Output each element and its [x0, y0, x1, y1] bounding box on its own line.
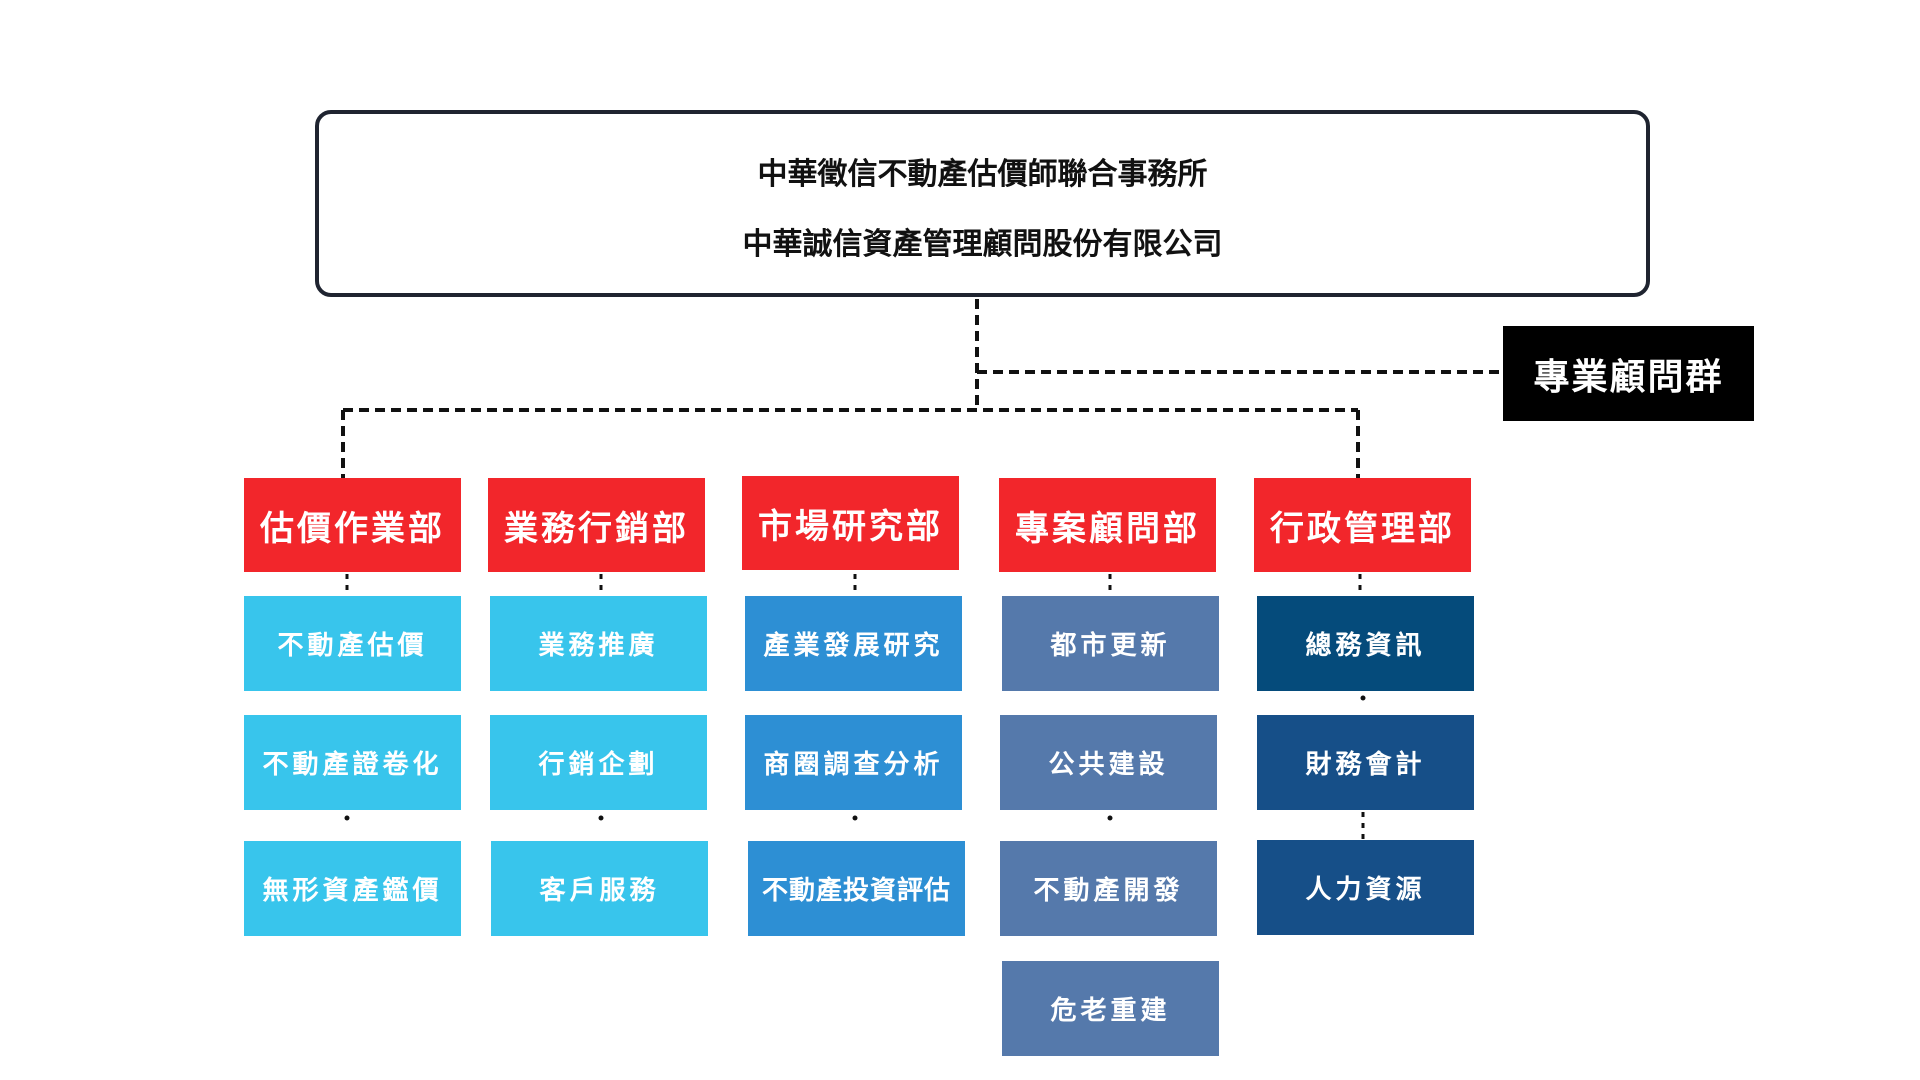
unit-box: 人力資源 [1257, 840, 1474, 935]
connector-dot [344, 815, 350, 821]
headquarters-name-line2: 中華誠信資產管理顧問股份有限公司 [742, 227, 1223, 262]
connector-dot [1360, 695, 1366, 701]
connector-dot [852, 815, 858, 821]
dept-valuation: 估價作業部 [244, 478, 461, 572]
headquarters-box: 中華徵信不動產估價師聯合事務所 中華誠信資產管理顧問股份有限公司 [315, 110, 1650, 297]
advisors-box: 專業顧問群 [1503, 326, 1754, 421]
unit-box: 總務資訊 [1257, 596, 1474, 691]
unit-box: 無形資產鑑價 [244, 841, 461, 936]
unit-box: 業務推廣 [490, 596, 707, 691]
unit-box: 產業發展研究 [745, 596, 962, 691]
unit-box: 不動產證卷化 [244, 715, 461, 810]
unit-box: 行銷企劃 [490, 715, 707, 810]
unit-box: 商圈調查分析 [745, 715, 962, 810]
dept-marketing: 業務行銷部 [488, 478, 705, 572]
connector-dot [1107, 815, 1113, 821]
unit-box: 危老重建 [1002, 961, 1219, 1056]
dept-market-research: 市場研究部 [742, 476, 959, 570]
unit-box: 客戶服務 [491, 841, 708, 936]
dept-administration: 行政管理部 [1254, 478, 1471, 572]
unit-box: 公共建設 [1000, 715, 1217, 810]
unit-box: 不動產投資評估 [748, 841, 965, 936]
unit-box: 財務會計 [1257, 715, 1474, 810]
unit-box: 不動產開發 [1000, 841, 1217, 936]
connector-dot [598, 815, 604, 821]
dept-project-consulting: 專案顧問部 [999, 478, 1216, 572]
headquarters-name-line1: 中華徵信不動產估價師聯合事務所 [757, 157, 1208, 192]
unit-box: 不動產估價 [244, 596, 461, 691]
unit-box: 都市更新 [1002, 596, 1219, 691]
